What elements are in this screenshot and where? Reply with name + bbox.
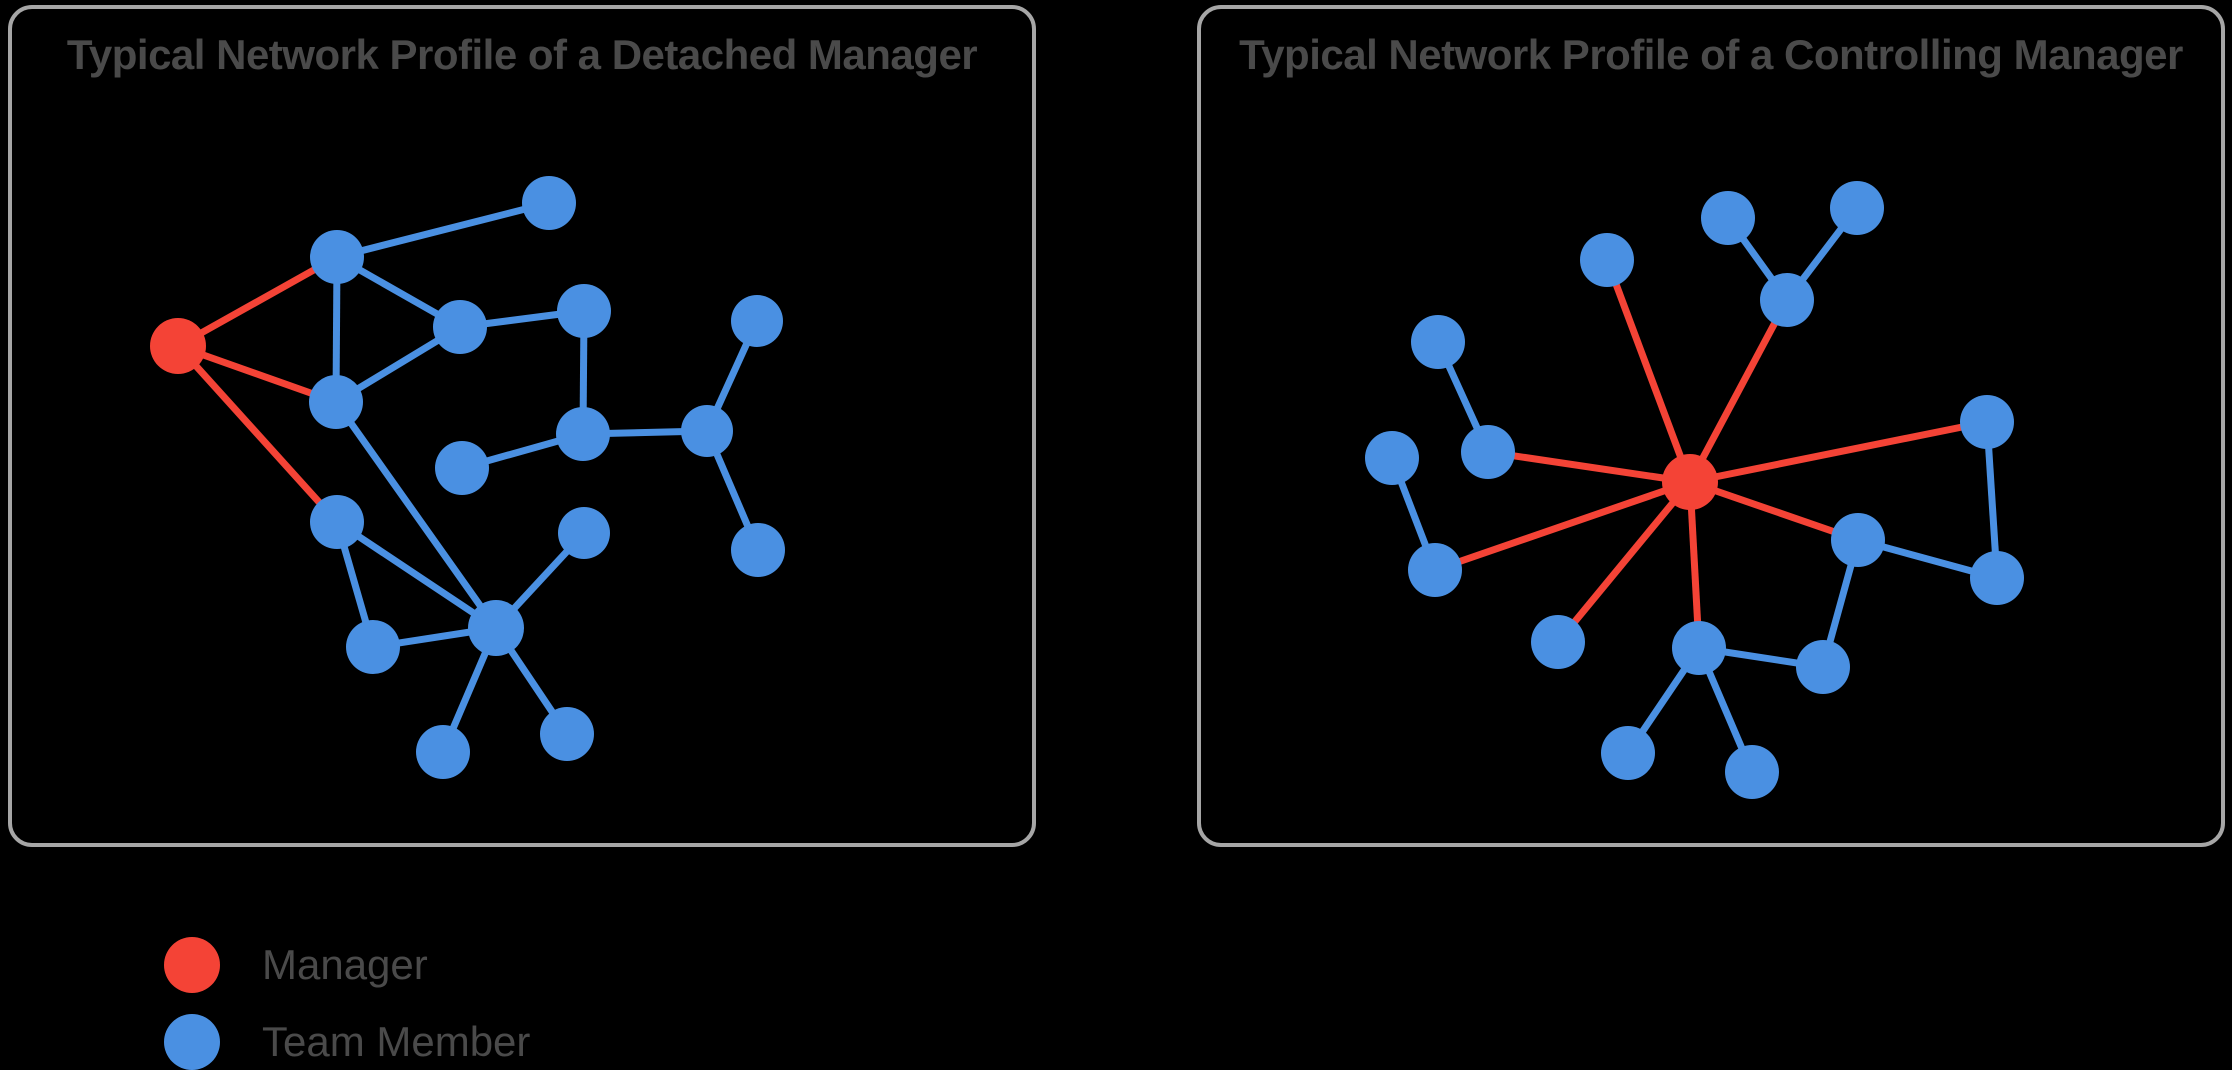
team-member-legend-label: Team Member xyxy=(262,1018,531,1065)
manager-legend-dot xyxy=(164,937,220,993)
panel-controlling-manager: Typical Network Profile of a Controlling… xyxy=(1197,5,2225,847)
legend-item-team-member: Team Member xyxy=(164,1014,530,1070)
legend-item-manager: Manager xyxy=(164,937,530,993)
panel-title-detached: Typical Network Profile of a Detached Ma… xyxy=(66,31,978,78)
manager-legend-label: Manager xyxy=(262,941,428,988)
panel-detached-manager: Typical Network Profile of a Detached Ma… xyxy=(8,5,1036,847)
legend: Manager Team Member xyxy=(164,937,530,1070)
panel-title-controlling: Typical Network Profile of a Controlling… xyxy=(1239,31,2183,78)
team-member-legend-dot xyxy=(164,1014,220,1070)
